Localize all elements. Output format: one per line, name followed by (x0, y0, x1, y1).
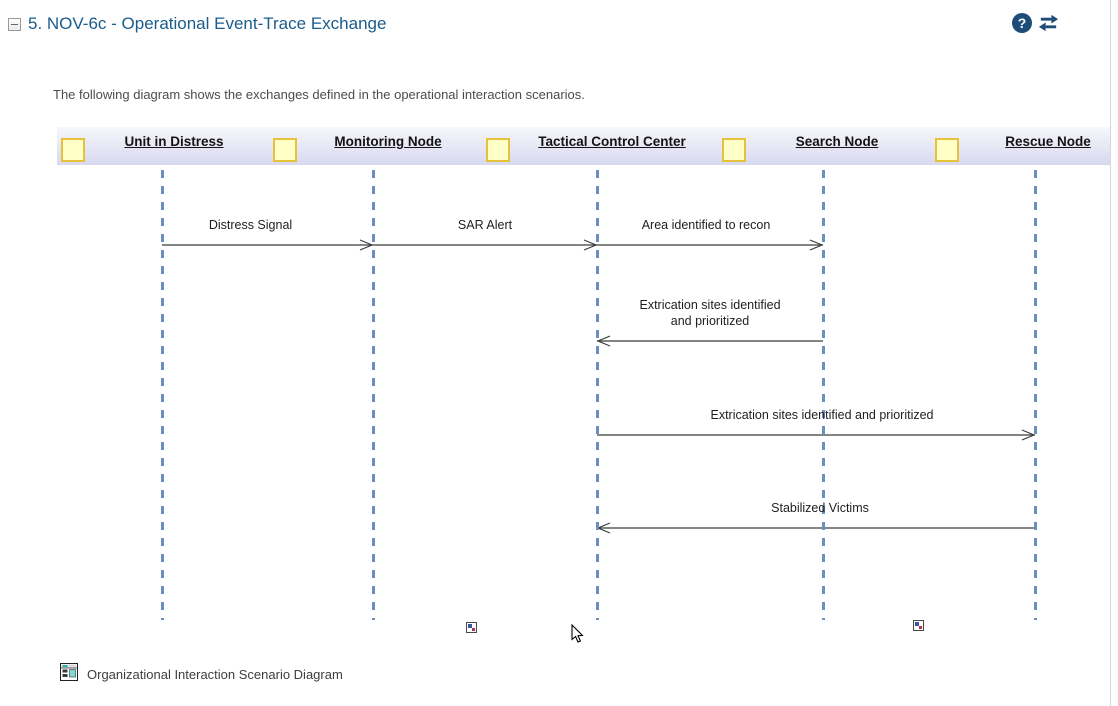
swap-arrows-icon[interactable] (1037, 13, 1060, 33)
diagram-caption: Organizational Interaction Scenario Diag… (60, 663, 343, 686)
lifeline (161, 170, 164, 620)
image-placeholder-icon (466, 622, 477, 633)
caption-text: Organizational Interaction Scenario Diag… (87, 667, 343, 682)
node-label: Monitoring Node (334, 134, 442, 149)
section-header: 5. NOV-6c - Operational Event-Trace Exch… (8, 14, 386, 34)
node-label: Rescue Node (1005, 134, 1091, 149)
intro-text: The following diagram shows the exchange… (53, 87, 585, 102)
collapse-section-icon[interactable] (8, 17, 21, 31)
image-placeholder-icon (913, 620, 924, 631)
message-label: SAR Alert (457, 218, 513, 232)
lifeline (1034, 170, 1037, 620)
message-label: Distress Signal (208, 218, 293, 232)
node-square (273, 138, 297, 162)
message-label: Area identified to recon (641, 218, 771, 232)
node-square (722, 138, 746, 162)
section-title: 5. NOV-6c - Operational Event-Trace Exch… (28, 14, 387, 33)
node-square (935, 138, 959, 162)
lifeline (822, 170, 825, 620)
node-square (61, 138, 85, 162)
header-toolbar: ? (1012, 13, 1060, 33)
help-icon[interactable]: ? (1012, 13, 1032, 33)
node-header-band (57, 127, 1110, 165)
lifeline (596, 170, 599, 620)
diagram-icon (60, 663, 78, 686)
message-label: Stabilized Victims (771, 501, 869, 515)
node-label: Search Node (795, 134, 879, 149)
node-label: Unit in Distress (124, 134, 224, 149)
node-label: Tactical Control Center (538, 134, 686, 149)
message-label: Extrication sites identified and priorit… (639, 298, 781, 328)
node-square (486, 138, 510, 162)
panel-border (1110, 0, 1111, 706)
message-label: Extrication sites identified and priorit… (710, 408, 934, 422)
lifeline (372, 170, 375, 620)
